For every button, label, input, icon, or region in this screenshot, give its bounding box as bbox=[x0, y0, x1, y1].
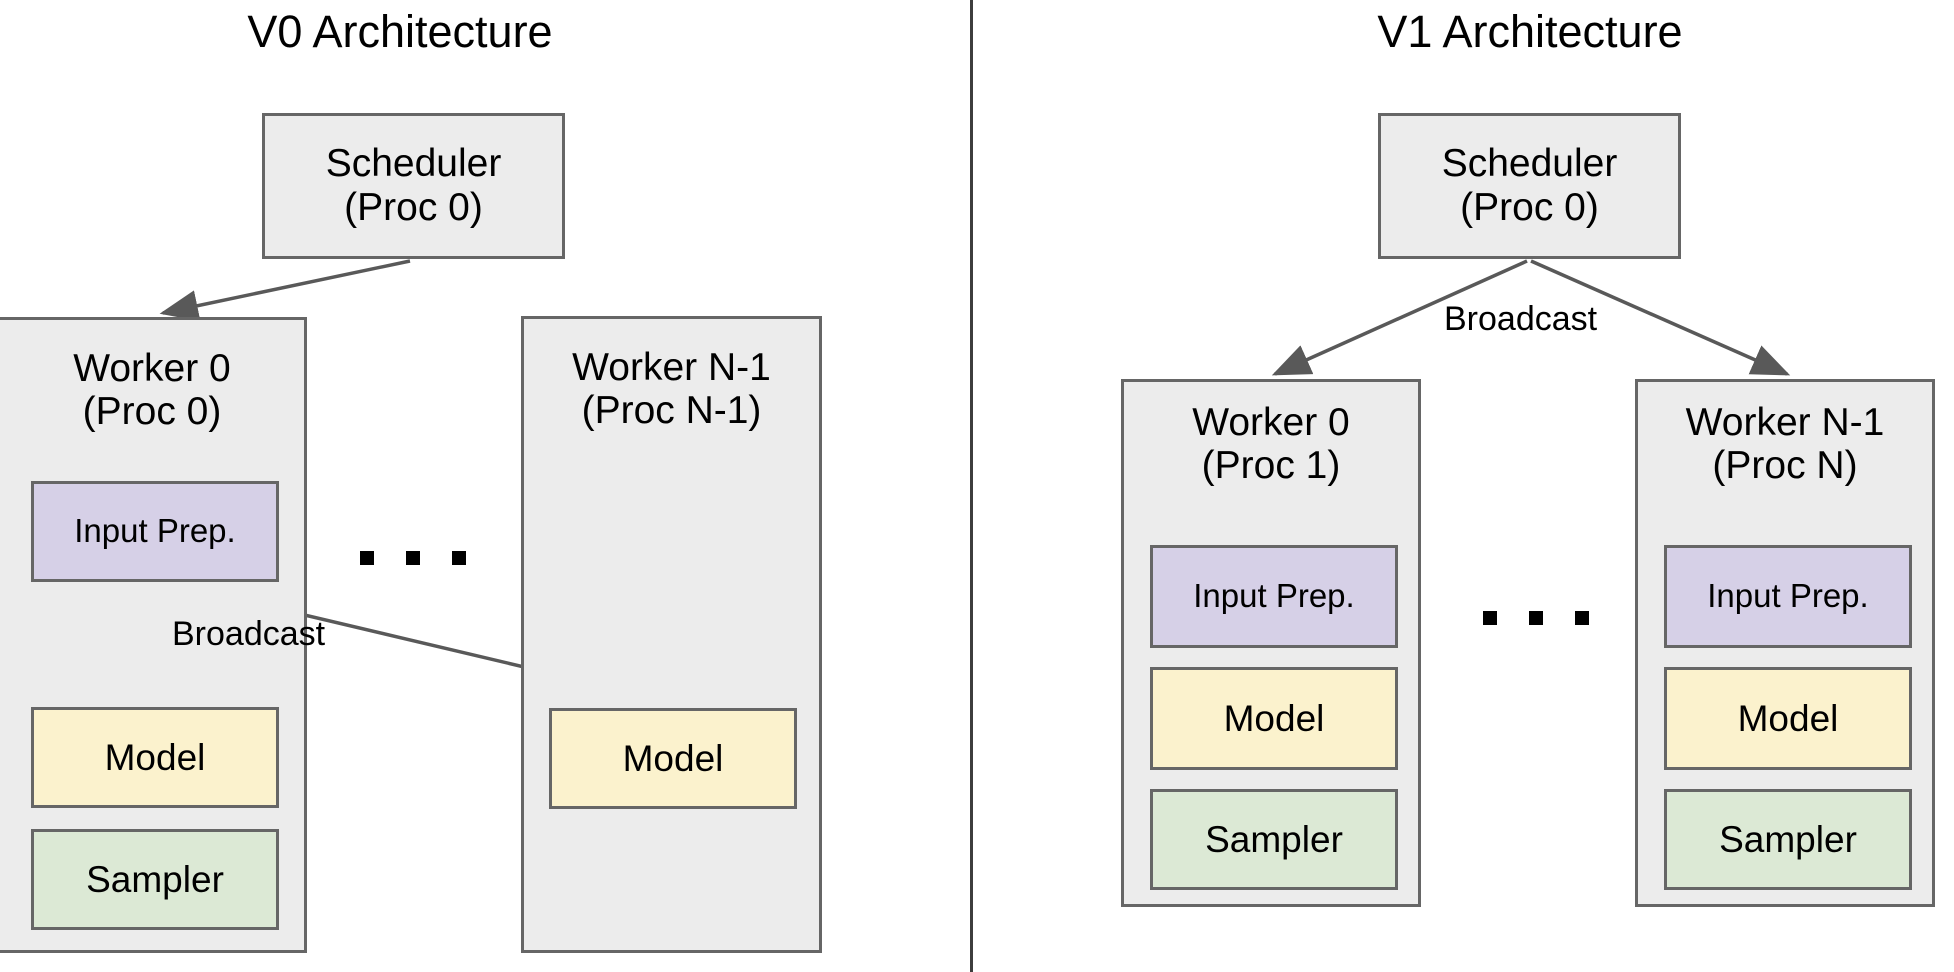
arrow-v0-scheduler-to-worker0 bbox=[159, 259, 411, 322]
v0-worker-0-block-sampler-label: Sampler bbox=[86, 858, 224, 900]
v0-worker-0-label: Worker 0 (Proc 0) bbox=[0, 347, 304, 434]
v1-worker-n1-block-model-label: Model bbox=[1737, 697, 1839, 739]
v1-worker-0-block-input-prep-label: Input Prep. bbox=[1193, 577, 1355, 615]
v1-scheduler-node[interactable]: Scheduler (Proc 0) bbox=[1378, 113, 1681, 259]
v0-scheduler-line1: Scheduler bbox=[325, 142, 502, 186]
v1-scheduler-line2: (Proc 0) bbox=[1460, 186, 1599, 229]
v1-worker-0-label: Worker 0 (Proc 1) bbox=[1124, 401, 1418, 488]
v1-ellipsis bbox=[1483, 611, 1589, 625]
v1-worker-n1-block-sampler-label: Sampler bbox=[1719, 818, 1857, 860]
panel-title-v0: V0 Architecture bbox=[247, 6, 553, 57]
v1-worker-0-block-model-label: Model bbox=[1223, 697, 1325, 739]
v0-worker-0-block-model[interactable]: Model bbox=[31, 707, 279, 808]
v1-worker-0-block-sampler[interactable]: Sampler bbox=[1150, 789, 1398, 890]
v1-worker-0-block-input-prep[interactable]: Input Prep. bbox=[1150, 545, 1398, 648]
v0-worker-n1-label: Worker N-1 (Proc N-1) bbox=[524, 346, 819, 433]
v0-ellipsis bbox=[360, 551, 466, 565]
v1-worker-n1-block-input-prep[interactable]: Input Prep. bbox=[1664, 545, 1912, 648]
v0-broadcast-label: Broadcast bbox=[172, 615, 326, 653]
v0-worker-0-line2: (Proc 0) bbox=[82, 389, 222, 433]
v1-worker-0-block-model[interactable]: Model bbox=[1150, 667, 1398, 770]
v1-worker-0-line2: (Proc 1) bbox=[1201, 443, 1341, 487]
v0-worker-n1-container[interactable]: Worker N-1 (Proc N-1) Model bbox=[521, 316, 822, 953]
v1-worker-0-block-sampler-label: Sampler bbox=[1205, 818, 1343, 860]
v1-scheduler-line1: Scheduler bbox=[1441, 142, 1618, 186]
v0-worker-n1-line2: (Proc N-1) bbox=[581, 388, 762, 432]
v1-worker-n1-line2: (Proc N) bbox=[1712, 443, 1858, 487]
panel-divider bbox=[970, 0, 973, 972]
v1-worker-n1-container[interactable]: Worker N-1 (Proc N) Input Prep. Model Sa… bbox=[1635, 379, 1935, 907]
v0-worker-n1-block-model[interactable]: Model bbox=[549, 708, 797, 809]
v1-worker-n1-block-model[interactable]: Model bbox=[1664, 667, 1912, 770]
v0-worker-0-line1: Worker 0 bbox=[73, 347, 231, 390]
v0-worker-n1-block-model-label: Model bbox=[622, 737, 724, 779]
panel-title-v1: V1 Architecture bbox=[1377, 6, 1683, 57]
v0-worker-0-block-input-prep-label: Input Prep. bbox=[74, 512, 236, 550]
v0-worker-0-container[interactable]: Worker 0 (Proc 0) Input Prep. Model Samp… bbox=[0, 317, 307, 953]
v1-worker-n1-block-sampler[interactable]: Sampler bbox=[1664, 789, 1912, 890]
v0-worker-0-block-sampler[interactable]: Sampler bbox=[31, 829, 279, 930]
v1-worker-0-container[interactable]: Worker 0 (Proc 1) Input Prep. Model Samp… bbox=[1121, 379, 1421, 907]
v1-worker-0-line1: Worker 0 bbox=[1192, 401, 1350, 444]
v0-worker-0-block-input-prep[interactable]: Input Prep. bbox=[31, 481, 279, 582]
v0-scheduler-node[interactable]: Scheduler (Proc 0) bbox=[262, 113, 565, 259]
v0-scheduler-line2: (Proc 0) bbox=[344, 186, 483, 229]
v1-worker-n1-block-input-prep-label: Input Prep. bbox=[1707, 577, 1869, 615]
v1-worker-n1-line1: Worker N-1 bbox=[1685, 401, 1885, 444]
v1-broadcast-label: Broadcast bbox=[1444, 300, 1598, 338]
v0-worker-0-block-model-label: Model bbox=[104, 736, 206, 778]
v1-worker-n1-label: Worker N-1 (Proc N) bbox=[1638, 401, 1932, 488]
v0-worker-n1-line1: Worker N-1 bbox=[572, 346, 771, 389]
